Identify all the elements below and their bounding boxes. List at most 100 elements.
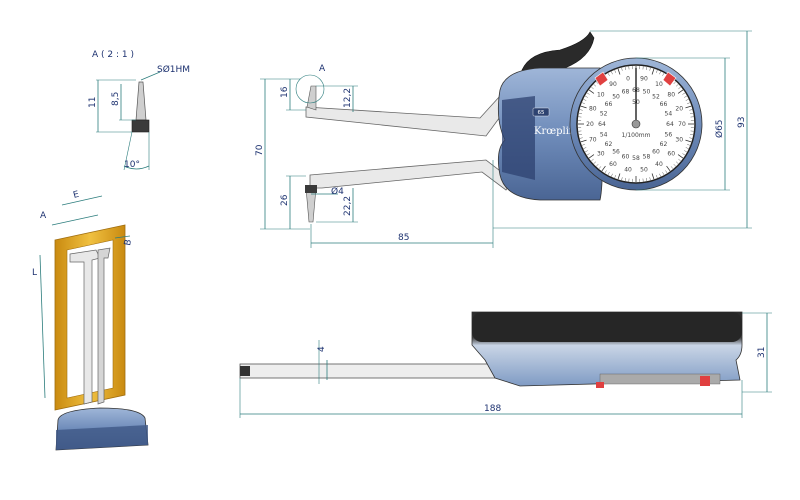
detail-circle [295,74,325,104]
dial-tick [588,154,595,159]
dial-outer-number: 60 [609,161,617,168]
dial-needle-hub [631,119,641,129]
dim-11-text: 11 [88,97,98,108]
dim-4-text: 4 [317,346,327,352]
gauge-housing-shadow [56,425,148,450]
side-arm [239,363,496,379]
dial-tick [646,177,648,182]
dial-tick [665,170,668,174]
lever-handle [521,31,595,71]
dial-tick [649,177,651,181]
dial-outer-number: 90 [609,81,617,88]
dial-inner-number: 56 [612,149,620,156]
dial-tick [651,68,655,75]
dial-ticks [578,66,694,182]
dial-tick [659,71,661,75]
dial-inner-number: 50 [643,89,651,96]
dim-phi65-text: Ø65 [714,119,725,138]
dial-outer-number: 50 [640,166,648,173]
side-knurl [599,373,721,385]
stylus-tip-shape [135,81,147,121]
dial-inner-number: 62 [605,141,613,148]
dial-tick [651,173,655,180]
dial-tick [678,86,681,90]
tip-leader [140,71,161,81]
lower-arm [309,159,513,191]
dim-26-text: 26 [280,194,290,206]
tip-label: SØ1HM [157,64,190,75]
dial-tick [611,71,613,75]
dim-angle-text: 10° [124,160,140,170]
dim-l-line [39,254,46,399]
dial-tick [585,95,588,98]
dial-outer-number: 40 [655,161,663,168]
dial-inner-number: 52 [600,110,608,117]
side-red-marker [700,376,710,386]
dial-outer-number: 90 [640,76,648,83]
side-bezel [472,312,742,342]
tolerance-marker-right [662,71,677,87]
gauge-badge [532,107,550,117]
dial-tick [593,84,597,87]
label-a: A [40,211,47,221]
dial-tick [621,67,623,71]
side-view: 4 31 188 [239,311,772,418]
dial-tick [617,68,621,75]
dial-tick [614,175,616,179]
dial-outer-number: 20 [675,105,683,112]
detail-title: A ( 2 : 1 ) [92,50,134,60]
dial-tick [583,147,587,149]
dial-tick [687,144,691,146]
dial-tick [673,81,676,85]
dial-tick [583,99,587,101]
dial-inner-number: 68 [622,89,630,96]
dial-inner-number: 64 [666,121,674,128]
detail-marker-a: A [319,64,326,74]
dial-unit: 1/100mm [622,132,651,139]
arm-left [69,249,101,405]
dial-tick [675,84,679,87]
dial-inner-number: 54 [600,132,608,139]
dial-inner-number: 58 [632,155,640,162]
dial-tick [689,112,694,114]
dial-tick [621,177,623,181]
dial-outer-number: 30 [675,137,683,144]
dial-tick [579,137,583,139]
dial-tick [591,158,594,162]
gauge-badge-text: 65 [538,110,545,116]
dial-tick [581,102,585,104]
front-view: A 65 Krœplin 901080207030604050406030702… [255,30,752,248]
gauge-body-panel [502,96,535,180]
dial-tick [682,153,686,156]
dial-tick [662,73,665,76]
dial-tick [596,81,599,85]
dial-inner-number: 64 [598,121,606,128]
dim-188-text: 188 [484,404,501,414]
dial-tick [687,102,691,104]
dial-tick [607,172,610,175]
dim-93-text: 93 [737,117,747,128]
side-arm-tip [240,366,250,376]
dial-tick [579,109,583,111]
arm-right [97,247,111,405]
dial-inner-number: 60 [652,149,660,156]
dial-tick [580,139,587,143]
dim-8-5-text: 8,5 [111,92,121,106]
dial-tick [586,153,590,156]
dial-tick [684,150,687,153]
dial-tick [689,134,694,136]
dial-inner-number: 66 [660,101,668,108]
dial-tick [624,66,626,71]
section-view: A E B L [32,190,149,451]
dial-outer-number: 0 [626,76,630,83]
dial-outer-number: 80 [667,91,675,98]
dim-85-text: 85 [398,233,409,243]
dial-tick [596,163,599,167]
dial-tick [684,95,687,98]
dim-16-text: 16 [280,86,290,98]
dim-70-text: 70 [255,144,265,156]
dial-inner-number: 54 [665,110,673,117]
dial-inner-numbers: 6850526654645662605858605662546452665068 [598,87,674,162]
